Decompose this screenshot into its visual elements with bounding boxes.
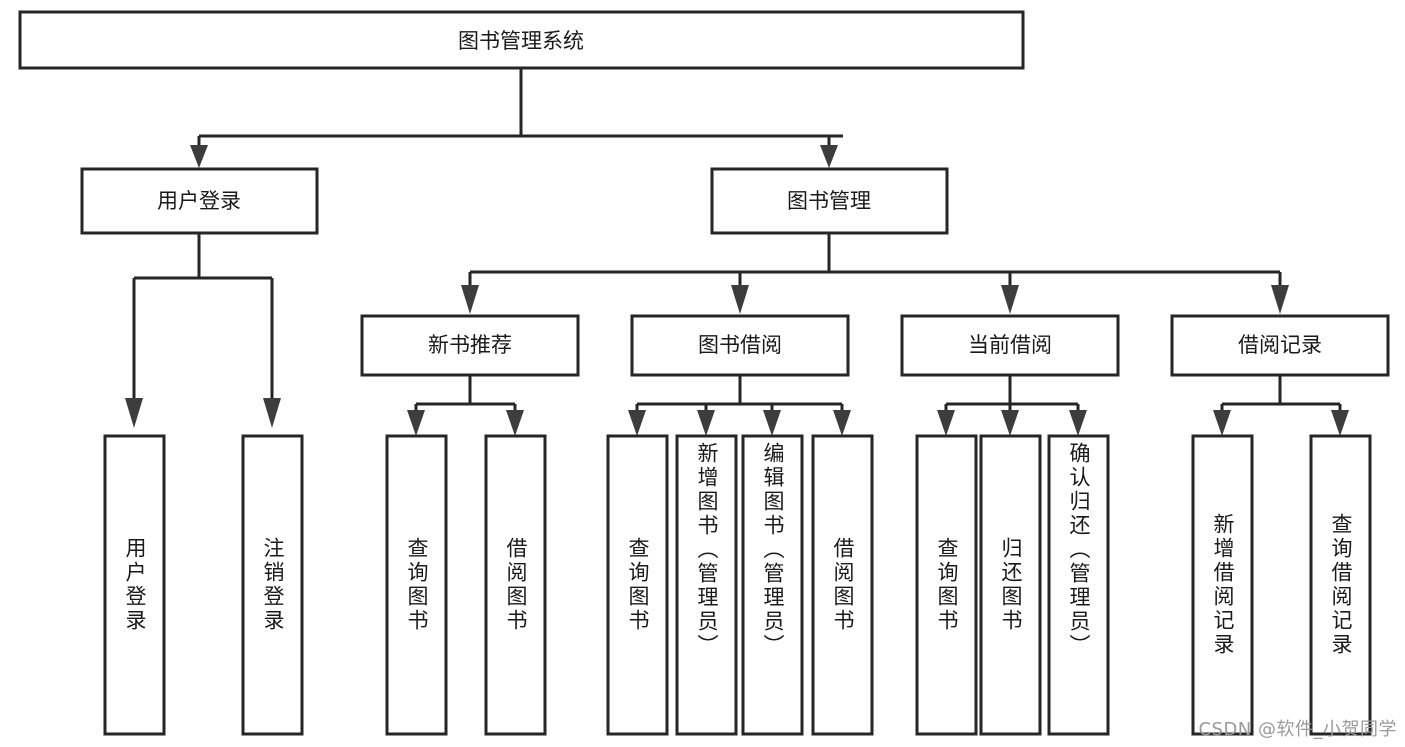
- node-label-root: 图书管理系统: [458, 29, 584, 53]
- arrow-to-current-borrow: [1001, 285, 1019, 314]
- node-box-borrow-record[interactable]: [1170, 314, 1390, 377]
- node-box-current-borrow[interactable]: [900, 314, 1120, 377]
- edge-user-login-to-bus: [132, 233, 274, 400]
- node-box-root[interactable]: [18, 10, 1025, 70]
- arrow-to-leaf-return-book: [1001, 410, 1019, 436]
- arrow-to-leaf-query-book-3: [937, 410, 955, 436]
- node-box-leaf-query-book-3[interactable]: [915, 434, 978, 736]
- edge-current-borrow-to-leaves: [944, 375, 1080, 412]
- node-box-book-borrow[interactable]: [630, 314, 850, 377]
- arrow-to-leaf-query-book-2: [628, 410, 646, 436]
- node-box-leaf-user-login[interactable]: [103, 434, 166, 736]
- arrow-to-leaf-query-book-1: [407, 410, 425, 436]
- arrow-to-leaf-query-record: [1331, 410, 1349, 436]
- arrow-to-user-login: [190, 145, 208, 168]
- node-label-borrow-record: 借阅记录: [1238, 333, 1322, 357]
- edges-layer: [125, 68, 1349, 436]
- nodes-layer: 图书管理系统 用户登录 图书管理 新书推荐 图书借阅 当前借阅 借阅记录: [18, 10, 1390, 736]
- node-box-leaf-user-logout[interactable]: [241, 434, 304, 736]
- node-box-leaf-query-book-1[interactable]: [385, 434, 448, 736]
- node-box-leaf-borrow-book-1[interactable]: [484, 434, 547, 736]
- node-label-new-book-recommend: 新书推荐: [428, 333, 512, 357]
- arrow-to-leaf-user-login: [125, 398, 143, 428]
- node-box-leaf-query-record[interactable]: [1309, 434, 1372, 736]
- node-label-book-borrow: 图书借阅: [698, 333, 782, 357]
- node-box-leaf-borrow-book-2[interactable]: [811, 434, 874, 736]
- edge-book-borrow-to-leaves: [635, 375, 844, 412]
- node-box-leaf-add-record[interactable]: [1191, 434, 1254, 736]
- csdn-watermark: CSDN @软件_小贺同学: [1198, 719, 1397, 740]
- arrow-to-leaf-borrow-book-2: [833, 410, 851, 436]
- node-box-leaf-query-book-2[interactable]: [606, 434, 669, 736]
- arrow-to-leaf-add-book: [697, 410, 715, 436]
- arrow-to-leaf-borrow-book-1: [506, 410, 524, 436]
- arrow-to-book-borrow: [731, 285, 749, 314]
- edge-book-manage-to-bus: [468, 233, 1282, 288]
- arrow-to-borrow-record: [1271, 285, 1289, 314]
- arrow-to-new-book-recommend: [461, 285, 479, 314]
- edge-new-book-recommend-to-leaves: [414, 375, 517, 412]
- node-box-leaf-edit-book[interactable]: [741, 434, 804, 736]
- node-label-current-borrow: 当前借阅: [968, 333, 1052, 357]
- node-box-new-book-recommend[interactable]: [360, 314, 580, 377]
- arrow-to-leaf-add-record: [1213, 410, 1231, 436]
- node-box-user-login[interactable]: [80, 167, 319, 235]
- arrow-to-leaf-user-logout: [263, 398, 281, 428]
- arrow-to-leaf-edit-book: [763, 410, 781, 436]
- edge-root-to-bus: [197, 68, 843, 148]
- node-label-book-manage: 图书管理: [787, 189, 871, 213]
- node-box-leaf-confirm-return[interactable]: [1047, 434, 1110, 736]
- node-box-leaf-return-book[interactable]: [979, 434, 1042, 736]
- arrow-to-book-manage: [820, 145, 838, 168]
- edge-borrow-record-to-leaves: [1220, 375, 1342, 412]
- node-box-book-manage[interactable]: [710, 167, 949, 235]
- node-box-leaf-add-book[interactable]: [675, 434, 738, 736]
- arrow-to-leaf-confirm-return: [1069, 410, 1087, 436]
- node-label-user-login: 用户登录: [157, 189, 241, 213]
